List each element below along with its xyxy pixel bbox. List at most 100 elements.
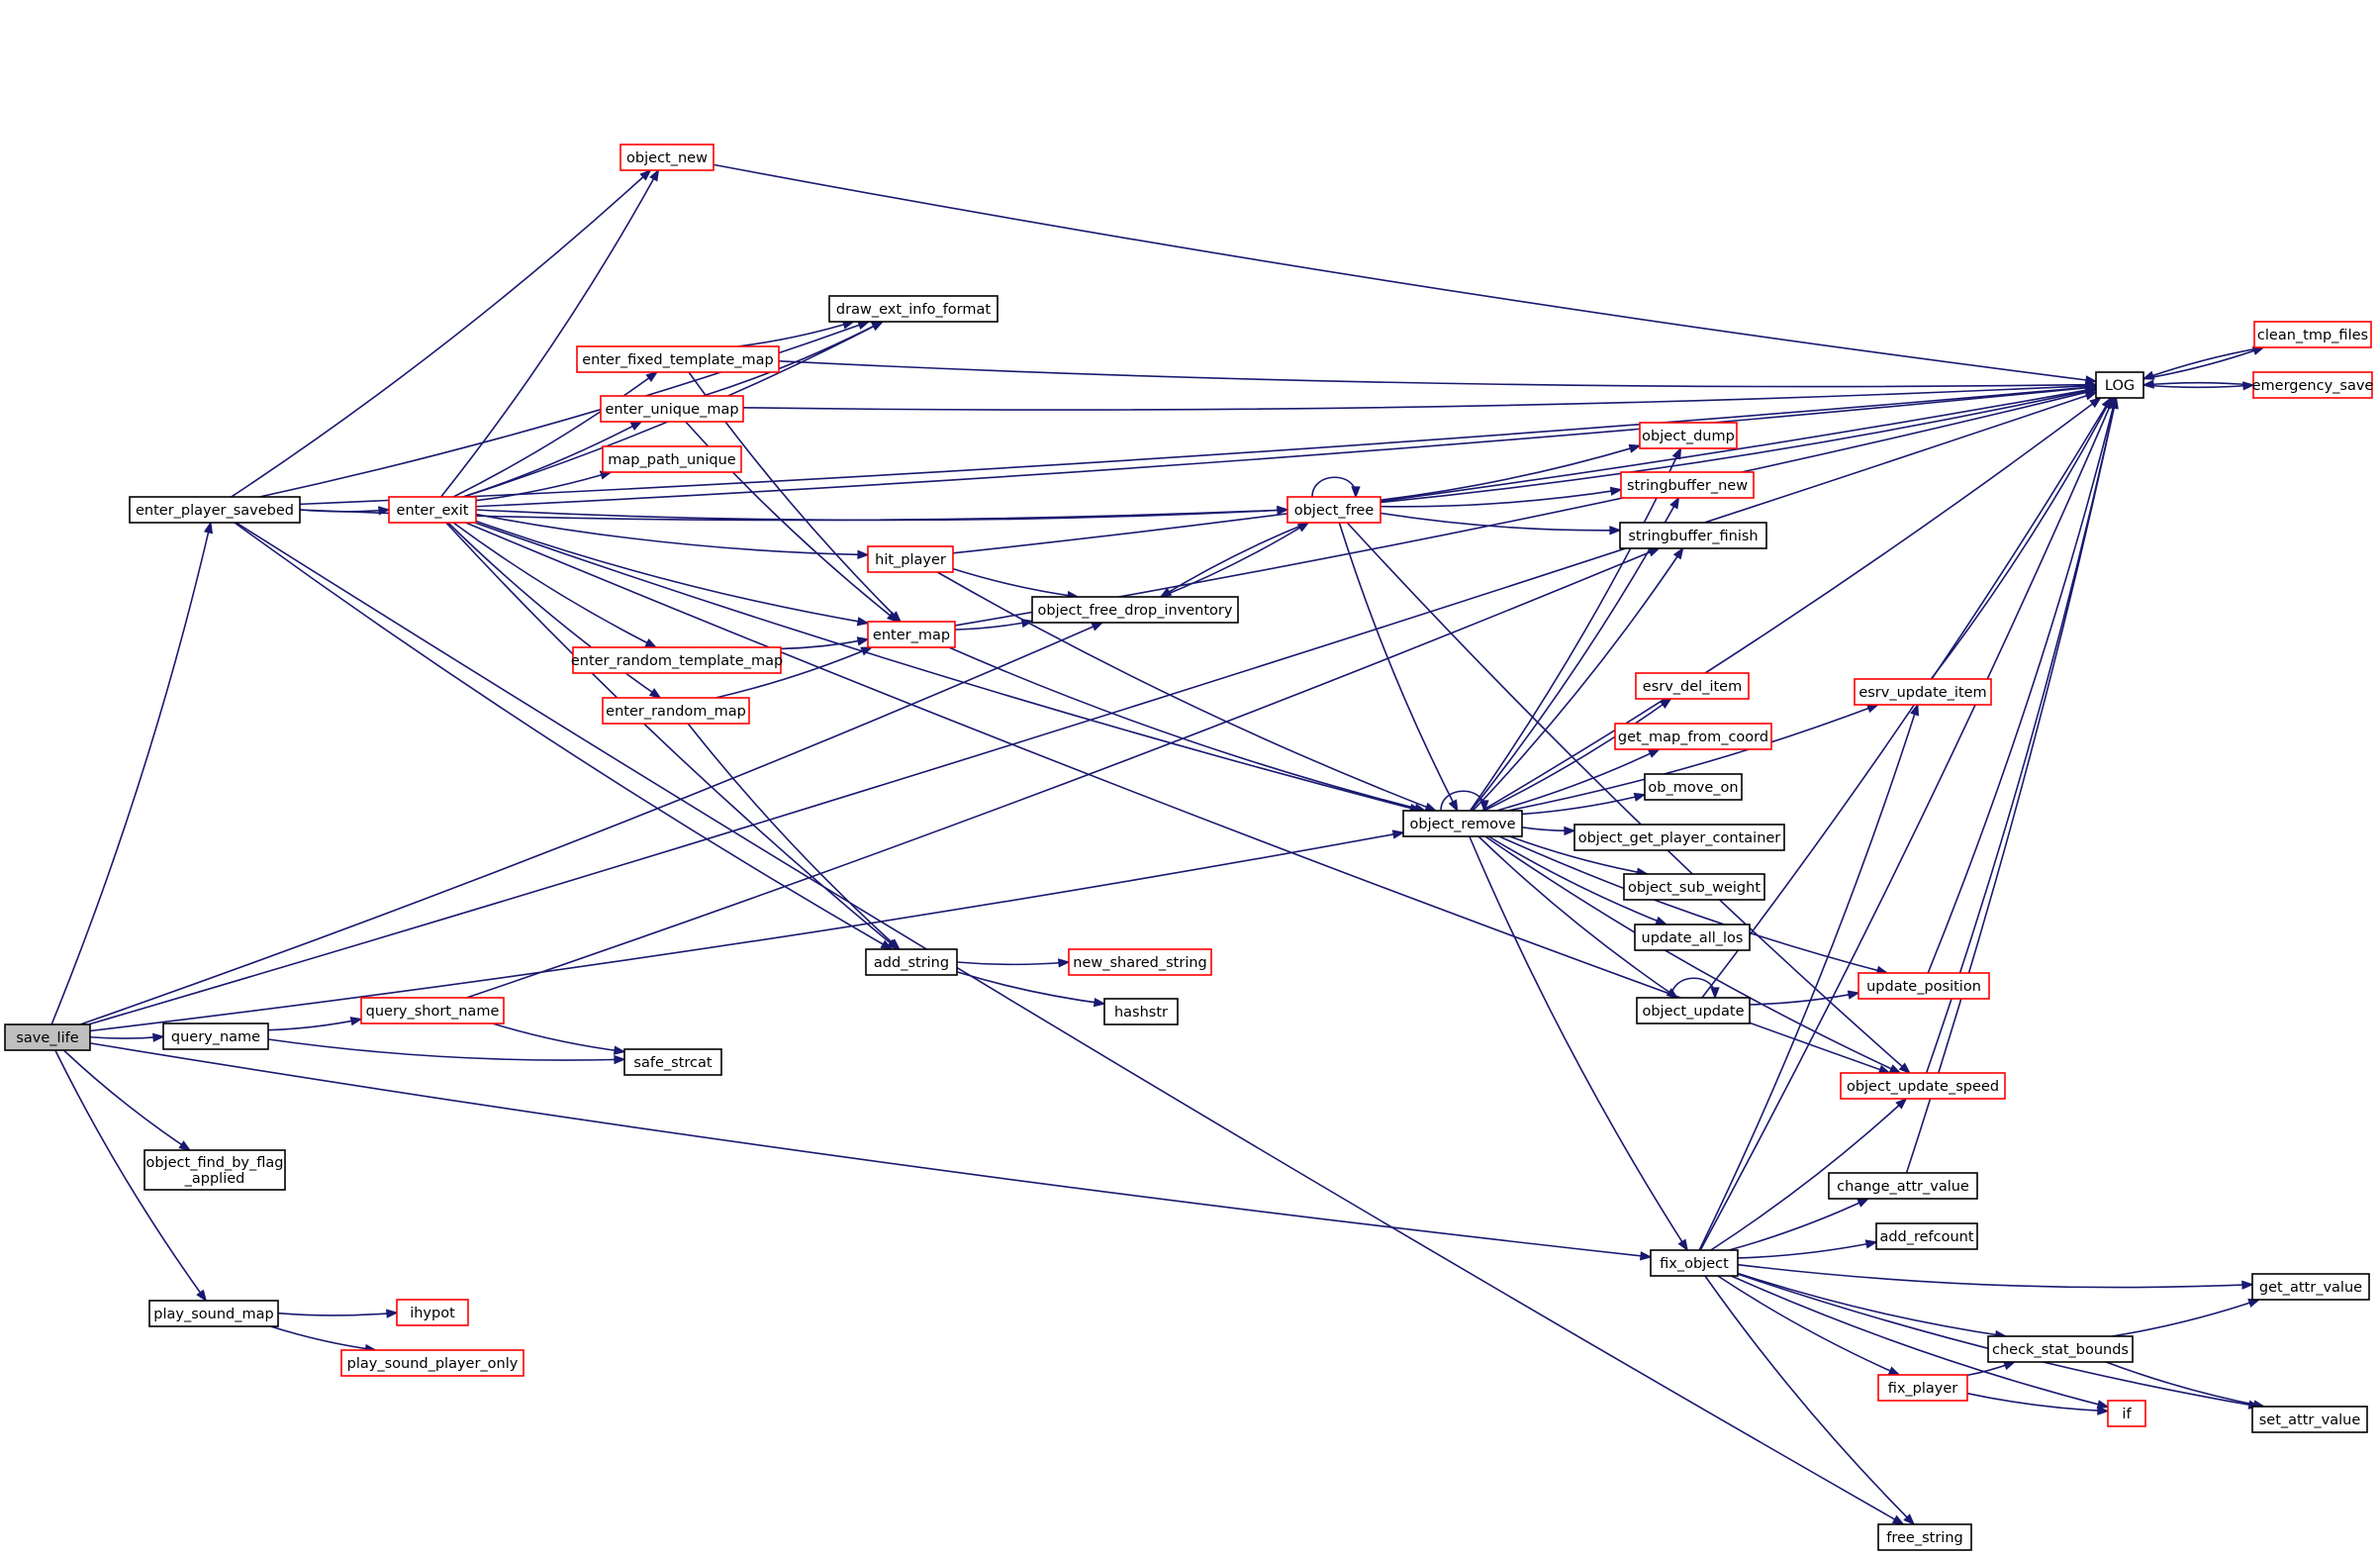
edges-layer — [50, 163, 2266, 1526]
node-new-shared-string[interactable]: new_shared_string — [1068, 948, 1212, 976]
node-get-map-from-coord[interactable]: get_map_from_coord — [1614, 723, 1772, 750]
node-label: query_short_name — [366, 1004, 500, 1020]
node-hit-player[interactable]: hit_player — [867, 545, 954, 573]
node-ihypot[interactable]: ihypot — [396, 1299, 469, 1326]
edge-enter-exit-to-object-free — [475, 505, 1289, 522]
node-enter-unique-map[interactable]: enter_unique_map — [600, 395, 744, 423]
node-save-life[interactable]: save_life — [4, 1023, 91, 1051]
node-stringbuffer-finish[interactable]: stringbuffer_finish — [1619, 522, 1767, 549]
node-play-sound-player-only[interactable]: play_sound_player_only — [340, 1349, 524, 1377]
edge-enter-player-savebed-to-object-new — [231, 168, 652, 498]
node-box — [2253, 321, 2372, 348]
edge-object-remove-to-esrv-del-item — [1483, 698, 1672, 812]
node-box — [4, 1023, 91, 1051]
node-box — [865, 948, 958, 976]
edge-object-remove-to-object-get-player-container — [1521, 826, 1576, 836]
edge-enter-map-to-object-free-drop-inventory — [954, 618, 1034, 631]
node-box — [1854, 678, 1992, 706]
edge-enter-exit-to-object-new — [440, 168, 660, 498]
node-free-string[interactable]: free_string — [1877, 1523, 1972, 1551]
node-object-remove[interactable]: object_remove — [1402, 810, 1523, 837]
node-esrv-update-item[interactable]: esrv_update_item — [1854, 678, 1992, 706]
edge-save-life-to-play-sound-map — [54, 1049, 208, 1303]
edge-save-life-to-fix-object — [89, 1042, 1653, 1261]
node-draw-ext-info-format[interactable]: draw_ext_info_format — [828, 295, 999, 323]
node-enter-map[interactable]: enter_map — [867, 621, 956, 648]
node-change-attr-value[interactable]: change_attr_value — [1828, 1172, 1978, 1200]
node-enter-player-savebed[interactable]: enter_player_savebed — [129, 496, 301, 524]
edge-object-new-to-log — [713, 163, 2098, 385]
node-clean-tmp-files[interactable]: clean_tmp_files — [2253, 321, 2372, 348]
edge-save-life-to-object-find-by-flag-applied — [62, 1049, 192, 1151]
node-esrv-del-item[interactable]: esrv_del_item — [1635, 672, 1750, 700]
edge-add-string-to-hashstr — [956, 971, 1106, 1008]
node-object-new[interactable]: object_new — [619, 144, 714, 171]
edge-object-free-to-object-dump — [1380, 443, 1642, 501]
edge-object-free-to-object-update-speed — [1346, 522, 1911, 1075]
node-label: object_new — [626, 150, 708, 166]
node-enter-random-map[interactable]: enter_random_map — [602, 697, 750, 725]
edge-object-free-to-object-remove — [1338, 522, 1459, 813]
node-label: change_attr_value — [1837, 1179, 1969, 1195]
node-map-path-unique[interactable]: map_path_unique — [602, 445, 742, 473]
node-box — [129, 496, 301, 524]
node-update-position[interactable]: update_position — [1857, 972, 1990, 1000]
node-label: query_name — [171, 1029, 260, 1045]
node-add-string[interactable]: add_string — [865, 948, 958, 976]
node-enter-fixed-template-map[interactable]: enter_fixed_template_map — [576, 345, 780, 373]
node-label: play_sound_player_only — [347, 1356, 519, 1372]
edge-enter-random-map-to-add-string — [687, 723, 902, 951]
node-label: update_all_los — [1642, 930, 1744, 946]
edge-fix-object-to-get-attr-value — [1737, 1263, 2254, 1290]
node-set-attr-value[interactable]: set_attr_value — [2251, 1406, 2368, 1433]
node-label: esrv_del_item — [1643, 679, 1742, 695]
node-emergency-save[interactable]: emergency_save — [2252, 371, 2374, 399]
node-if[interactable]: if — [2107, 1400, 2146, 1427]
node-object-find-by-flag-applied[interactable]: object_find_by_flag_applied — [143, 1149, 286, 1191]
node-box — [1857, 972, 1990, 1000]
node-play-sound-map[interactable]: play_sound_map — [148, 1300, 279, 1327]
node-enter-random-template-map[interactable]: enter_random_template_map — [571, 646, 783, 674]
node-object-update-speed[interactable]: object_update_speed — [1840, 1072, 2006, 1100]
node-box — [867, 545, 954, 573]
node-box — [576, 345, 780, 373]
node-object-dump[interactable]: object_dump — [1639, 422, 1738, 449]
node-add-refcount[interactable]: add_refcount — [1875, 1222, 1978, 1250]
node-label: play_sound_map — [153, 1307, 273, 1322]
node-check-stat-bounds[interactable]: check_stat_bounds — [1987, 1335, 2134, 1363]
node-label: get_attr_value — [2259, 1280, 2362, 1296]
node-box — [1031, 596, 1239, 624]
node-log[interactable]: LOG — [2095, 371, 2144, 399]
node-ob-move-on[interactable]: ob_move_on — [1644, 773, 1743, 801]
node-label: fix_object — [1660, 1256, 1729, 1272]
edge-fix-object-to-log — [1699, 396, 2115, 1251]
node-query-short-name[interactable]: query_short_name — [360, 997, 505, 1024]
edge-check-stat-bounds-to-get-attr-value — [2112, 1298, 2261, 1337]
node-box — [1875, 1222, 1978, 1250]
node-box — [388, 496, 477, 524]
node-fix-player[interactable]: fix_player — [1877, 1374, 1968, 1402]
node-update-all-los[interactable]: update_all_los — [1634, 924, 1751, 951]
node-box — [2251, 1406, 2368, 1433]
node-box — [360, 997, 505, 1024]
edge-object-free-drop-inventory-to-object-free — [1160, 522, 1310, 598]
node-fix-object[interactable]: fix_object — [1650, 1249, 1739, 1277]
node-object-free[interactable]: object_free — [1286, 496, 1381, 524]
edge-play-sound-map-to-play-sound-player-only — [270, 1325, 378, 1354]
node-object-get-player-container[interactable]: object_get_player_container — [1573, 824, 1785, 851]
edge-enter-random-map-to-enter-map — [715, 646, 874, 699]
node-label: set_attr_value — [2259, 1412, 2361, 1428]
node-safe-strcat[interactable]: safe_strcat — [623, 1048, 722, 1076]
node-object-free-drop-inventory[interactable]: object_free_drop_inventory — [1031, 596, 1239, 624]
node-query-name[interactable]: query_name — [162, 1022, 269, 1050]
edge-save-life-to-log — [88, 391, 2098, 1025]
node-label: free_string — [1886, 1530, 1962, 1546]
node-object-sub-weight[interactable]: object_sub_weight — [1623, 873, 1765, 901]
node-hashstr[interactable]: hashstr — [1103, 998, 1179, 1025]
node-get-attr-value[interactable]: get_attr_value — [2251, 1273, 2370, 1301]
node-object-update[interactable]: object_update — [1636, 997, 1751, 1024]
edge-enter-exit-to-map-path-unique — [475, 470, 613, 502]
node-enter-exit[interactable]: enter_exit — [388, 496, 477, 524]
node-stringbuffer-new[interactable]: stringbuffer_new — [1620, 471, 1755, 499]
edge-enter-random-template-map-to-enter-map — [780, 636, 870, 650]
